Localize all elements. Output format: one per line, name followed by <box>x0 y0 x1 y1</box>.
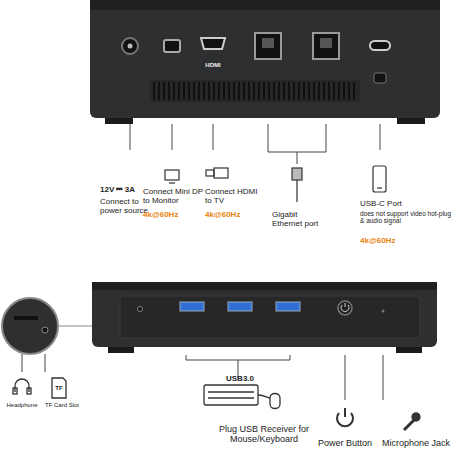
slot-icon-text: TF <box>52 385 66 392</box>
callout-note: does not support video hot-plug & audio … <box>360 210 456 225</box>
callout-text: Microphone Jack <box>374 438 458 448</box>
callout-text: Headphone <box>2 402 42 409</box>
callout-text: Gigabit Ethernet port <box>272 210 328 228</box>
callout-text: Connect Mini DP to Monitor <box>143 187 203 205</box>
callout-text: Power Button <box>312 438 378 448</box>
port-label: USB3.0 <box>218 374 262 383</box>
resolution-note: 4k@60Hz <box>360 236 415 245</box>
resolution-note: 4k@60Hz <box>143 210 198 219</box>
callout-text: USB-C Port <box>360 199 450 208</box>
resolution-note: 4k@60Hz <box>205 210 260 219</box>
callout-text: Plug USB Receiver for Mouse/Keyboard <box>196 424 332 445</box>
callout-text: Connect HDMI to TV <box>205 187 263 205</box>
port-label: HDMI <box>198 62 228 69</box>
callout-text: TF Card Slot <box>40 402 84 409</box>
